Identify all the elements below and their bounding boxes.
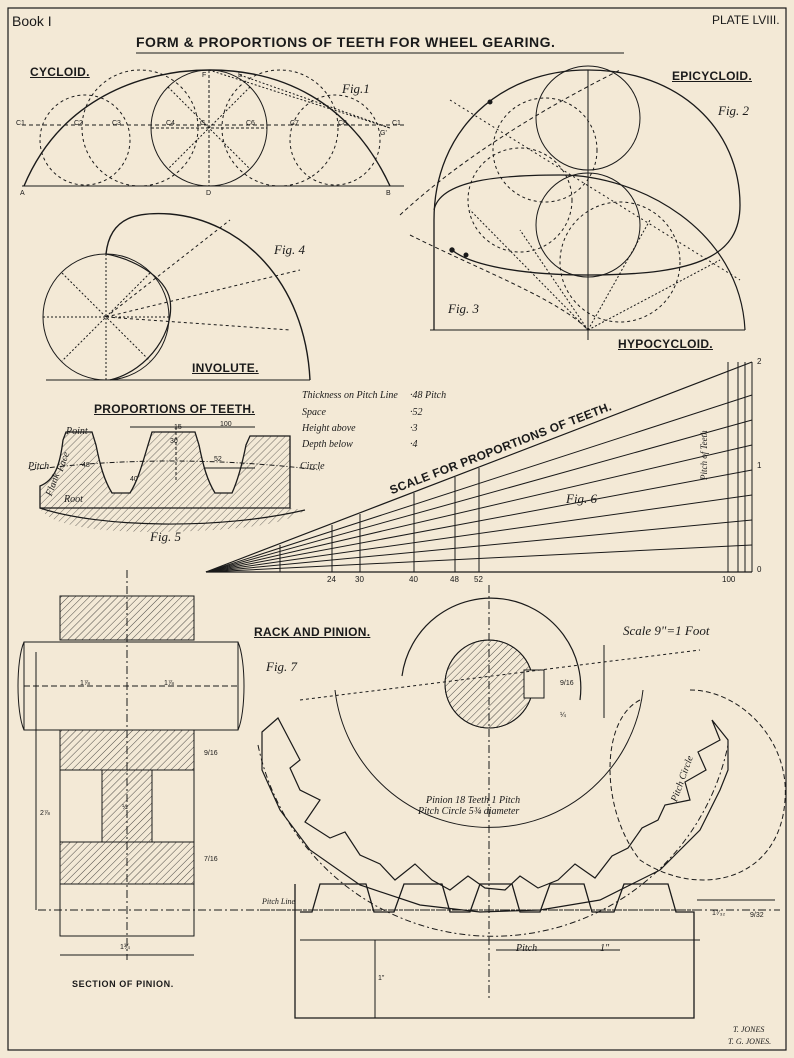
prop-row-2-label: Space xyxy=(302,407,326,418)
point-c4: C4 xyxy=(166,120,175,127)
plate-number: PLATE LVIII. xyxy=(712,13,780,27)
prop-row-4-label: Depth below xyxy=(302,439,353,450)
point-d: D xyxy=(206,190,212,197)
signature-line-1: T. JONES xyxy=(733,1025,765,1034)
dim-key-quarter: ¼ xyxy=(560,712,566,719)
point-a: A xyxy=(20,190,25,197)
scale-side-1: 1 xyxy=(757,461,762,470)
dim-30: 30 xyxy=(170,438,178,445)
fig3-label: Fig. 3 xyxy=(448,301,480,316)
scale-figure xyxy=(205,361,753,573)
cycloid-figure xyxy=(22,69,404,187)
dim-9-32: 9/32 xyxy=(750,912,764,919)
dim-52: 52 xyxy=(214,456,222,463)
tooth-profile-figure xyxy=(29,426,321,532)
involute-caption: INVOLUTE. xyxy=(192,361,259,375)
fig2-label: Fig. 2 xyxy=(718,103,750,118)
prop-row-4-value: ·4 xyxy=(410,439,418,450)
tooth-circle-label: Circle xyxy=(300,461,325,472)
point-g1: G' xyxy=(380,130,387,137)
dim-1-7-32: 1⁷⁄₃₂ xyxy=(712,910,726,917)
scale-tick-100: 100 xyxy=(722,575,736,584)
scale-tick-40: 40 xyxy=(409,575,418,584)
rack-pitch-label: Pitch xyxy=(516,943,538,954)
dim-100: 100 xyxy=(220,421,232,428)
dim-rack-1in: 1" xyxy=(378,975,385,982)
tooth-root-label: Root xyxy=(64,494,83,505)
section-caption: SECTION OF PINION. xyxy=(72,979,174,989)
scale-note: Scale 9"=1 Foot xyxy=(623,623,710,638)
prop-row-1-label: Thickness on Pitch Line xyxy=(302,390,398,401)
dim-48: 48 xyxy=(82,462,90,469)
point-c2: C2 xyxy=(74,120,83,127)
pinion-note-1: Pinion 18 Teeth 1 Pitch xyxy=(426,795,521,806)
scale-tick-52: 52 xyxy=(474,575,483,584)
scale-tick-24: 24 xyxy=(327,575,336,584)
epicycloid-caption: EPICYCLOID. xyxy=(672,69,752,83)
scale-axis-label: Pitch of Teeth xyxy=(699,430,709,480)
sheet-border xyxy=(7,7,787,1051)
dim-15: 15 xyxy=(174,424,182,431)
rack-pinion-caption: RACK AND PINION. xyxy=(254,625,371,639)
dim-half: ½ xyxy=(122,804,128,811)
dim-9-16: 9/16 xyxy=(204,750,218,757)
hypocycloid-caption: HYPOCYCLOID. xyxy=(618,337,713,351)
point-c9: C1 xyxy=(392,120,401,127)
dim-40: 40 xyxy=(130,476,138,483)
signature-line-2: T. G. JONES. xyxy=(728,1037,772,1046)
fig5-label: Fig. 5 xyxy=(150,529,182,544)
pinion-note-2: Pitch Circle 5¾ diameter xyxy=(418,806,520,817)
point-b: B xyxy=(386,190,391,197)
tooth-point-label: Point xyxy=(66,426,88,437)
point-c8: C8 xyxy=(338,120,347,127)
fig6-label: Fig. 6 xyxy=(566,491,598,506)
book-number: Book I xyxy=(12,13,52,29)
prop-row-3-value: ·3 xyxy=(410,423,418,434)
prop-row-2-value: ·52 xyxy=(410,407,423,418)
tooth-pitch-label: Pitch xyxy=(28,461,50,472)
epicycloid-figure xyxy=(399,65,746,340)
point-c3: C3 xyxy=(112,120,121,127)
fig4-label: Fig. 4 xyxy=(274,242,306,257)
scale-side-2: 2 xyxy=(757,357,762,366)
point-f: F xyxy=(202,72,207,79)
dim-1-3-4: 1¾ xyxy=(120,944,130,951)
fig1-label: Fig.1 xyxy=(342,81,370,96)
pitch-line-label: Pitch Line xyxy=(262,897,296,906)
proportions-caption: PROPORTIONS OF TEETH. xyxy=(94,402,255,416)
cycloid-caption: CYCLOID. xyxy=(30,65,90,79)
fig7-label: Fig. 7 xyxy=(266,659,298,674)
dim-1-7-8-b: 1⅞ xyxy=(164,680,174,687)
dim-keyway: 9/16 xyxy=(560,680,574,687)
point-c6: C6 xyxy=(246,120,255,127)
dim-1-7-8: 1⅞ xyxy=(80,680,90,687)
prop-row-3-label: Height above xyxy=(302,423,356,434)
scale-tick-48: 48 xyxy=(450,575,459,584)
point-c1: C1 xyxy=(16,120,25,127)
scale-tick-30: 30 xyxy=(355,575,364,584)
prop-row-1-value: ·48 Pitch xyxy=(410,390,447,401)
point-e: E xyxy=(238,72,243,79)
page-title: FORM & PROPORTIONS OF TEETH FOR WHEEL GE… xyxy=(136,34,556,50)
point-g: G xyxy=(200,120,206,127)
scale-side-0: 0 xyxy=(757,565,762,574)
rack-pinion-figure xyxy=(257,585,786,1019)
dim-7-16: 7/16 xyxy=(204,856,218,863)
point-c7: C7 xyxy=(290,120,299,127)
dim-2-7-8: 2⅞ xyxy=(40,810,50,817)
involute-figure xyxy=(42,212,311,381)
rack-inch-label: 1" xyxy=(600,943,610,954)
